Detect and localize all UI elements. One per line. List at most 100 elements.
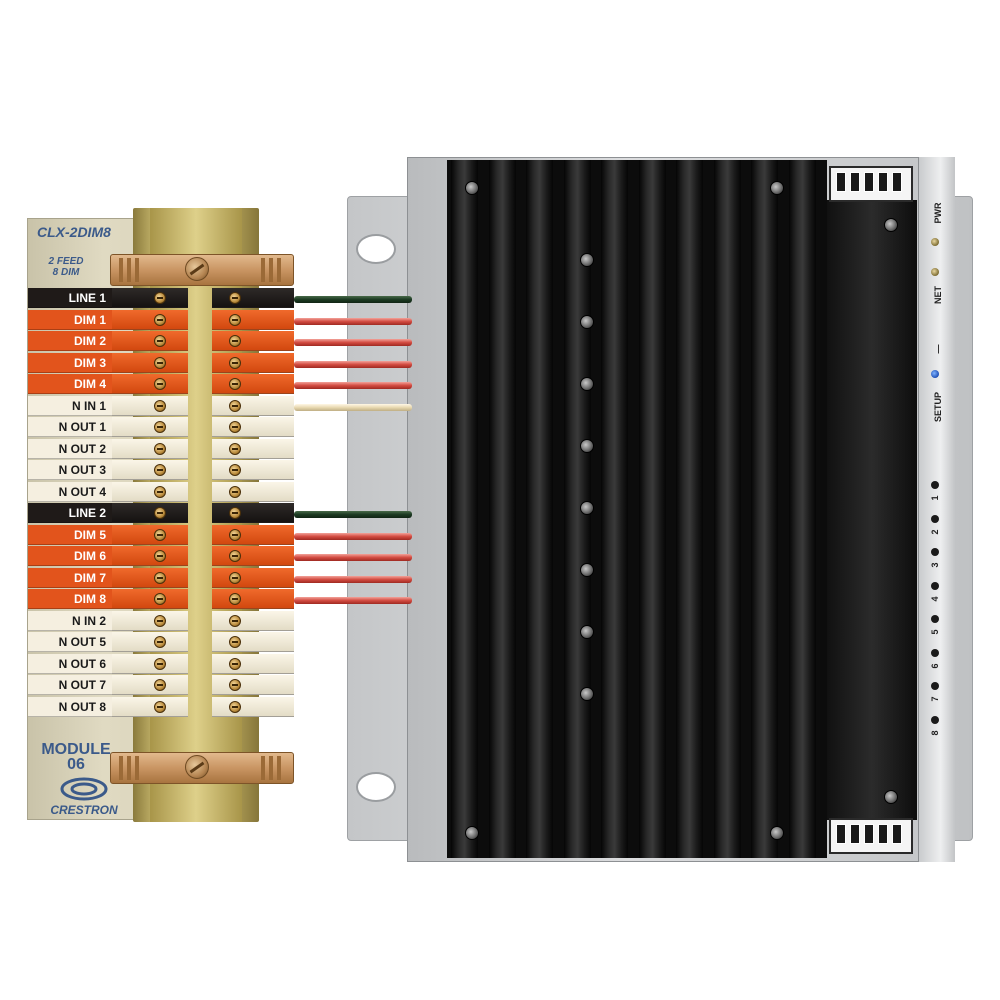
terminal-screw [229,615,241,627]
terminal-screw [229,701,241,713]
status-panel [918,157,955,862]
wire [294,511,412,518]
spec-label: 2 FEED 8 DIM [36,256,96,278]
terminal-block-right [212,546,294,566]
heatsink-fin [751,160,778,858]
pwr-label: PWR [933,202,943,224]
bolt [580,625,594,639]
terminal-block-left [112,374,188,394]
module-number: 06 [67,756,85,773]
terminal-screw [229,572,241,584]
terminal-label: N OUT 8 [28,697,112,717]
terminal-block-right [212,353,294,373]
terminal-label: DIM 4 [28,374,112,394]
terminal-block-right [212,374,294,394]
net-led [931,268,939,276]
terminal-label: N OUT 4 [28,482,112,502]
channel-led [931,514,939,523]
channel-number: 6 [930,663,940,669]
terminal-block-left [112,353,188,373]
terminal-screw [229,486,241,498]
wire [294,361,412,368]
terminal-label: DIM 2 [28,331,112,351]
terminal-block-left [112,460,188,480]
terminal-screw [229,593,241,605]
connector-pin [892,824,902,844]
terminal-screw [154,486,166,498]
terminal-screw [229,507,241,519]
terminal-block-right [212,288,294,308]
terminal-label: DIM 3 [28,353,112,373]
terminal-label: N IN 2 [28,611,112,631]
wire [294,404,412,411]
terminal-screw [154,593,166,605]
terminal-screw [229,400,241,412]
terminal-block-right [212,632,294,652]
terminal-screw [154,679,166,691]
heatsink-fin [638,160,666,858]
connector-pin [878,824,888,844]
terminal-screw [154,550,166,562]
terminal-screw [229,443,241,455]
connector-pin [850,824,860,844]
connector-pin [850,172,860,192]
terminal-screw [154,292,166,304]
terminal-screw [229,335,241,347]
terminal-screw [154,400,166,412]
terminal-block-right [212,310,294,330]
heatsink-fin [713,160,741,858]
channel-number: 1 [930,495,940,501]
channel-number: 2 [930,529,940,535]
terminal-block-left [112,675,188,695]
terminal-screw [154,615,166,627]
terminal-block-left [112,396,188,416]
module-label: MODULE 06 [28,742,124,773]
terminal-screw [229,314,241,326]
connector-pin [892,172,902,192]
terminal-block-right [212,331,294,351]
heatsink-fin [526,160,553,858]
connector-pin [864,172,874,192]
bolt [465,826,479,840]
terminal-label: N OUT 1 [28,417,112,437]
setup-led [931,370,939,378]
heatsink-fin [676,160,703,858]
terminal-block-right [212,417,294,437]
terminal-block-right [212,697,294,717]
terminal-block-left [112,611,188,631]
bolt [580,315,594,329]
connector-pin [864,824,874,844]
brand-label: CRESTRON [50,803,118,817]
bolt [580,377,594,391]
net-label: NET [933,286,943,304]
terminal-screw [229,679,241,691]
crestron-logo-icon [60,777,108,801]
model-label: CLX-2DIM8 [37,224,111,240]
bracket-screw-top [185,257,209,281]
terminal-block-right [212,611,294,631]
connector-pin [836,172,846,192]
terminal-block-right [212,675,294,695]
terminal-block-left [112,589,188,609]
bolt [580,501,594,515]
terminal-label: DIM 7 [28,568,112,588]
channel-number: 8 [930,730,940,736]
terminal-label: DIM 6 [28,546,112,566]
channel-led [931,715,939,724]
channel-number: 7 [930,696,940,702]
channel-number: 5 [930,629,940,635]
terminal-block-right [212,568,294,588]
terminal-screw [154,464,166,476]
terminal-screw [229,357,241,369]
terminal-block-left [112,654,188,674]
wire [294,318,412,325]
bolt [465,181,479,195]
terminal-block-left [112,503,188,523]
terminal-label: N IN 1 [28,396,112,416]
channel-number: 3 [930,562,940,568]
mounting-hole-top [356,234,396,264]
terminal-block-right [212,654,294,674]
terminal-block-left [112,546,188,566]
wire [294,296,412,303]
